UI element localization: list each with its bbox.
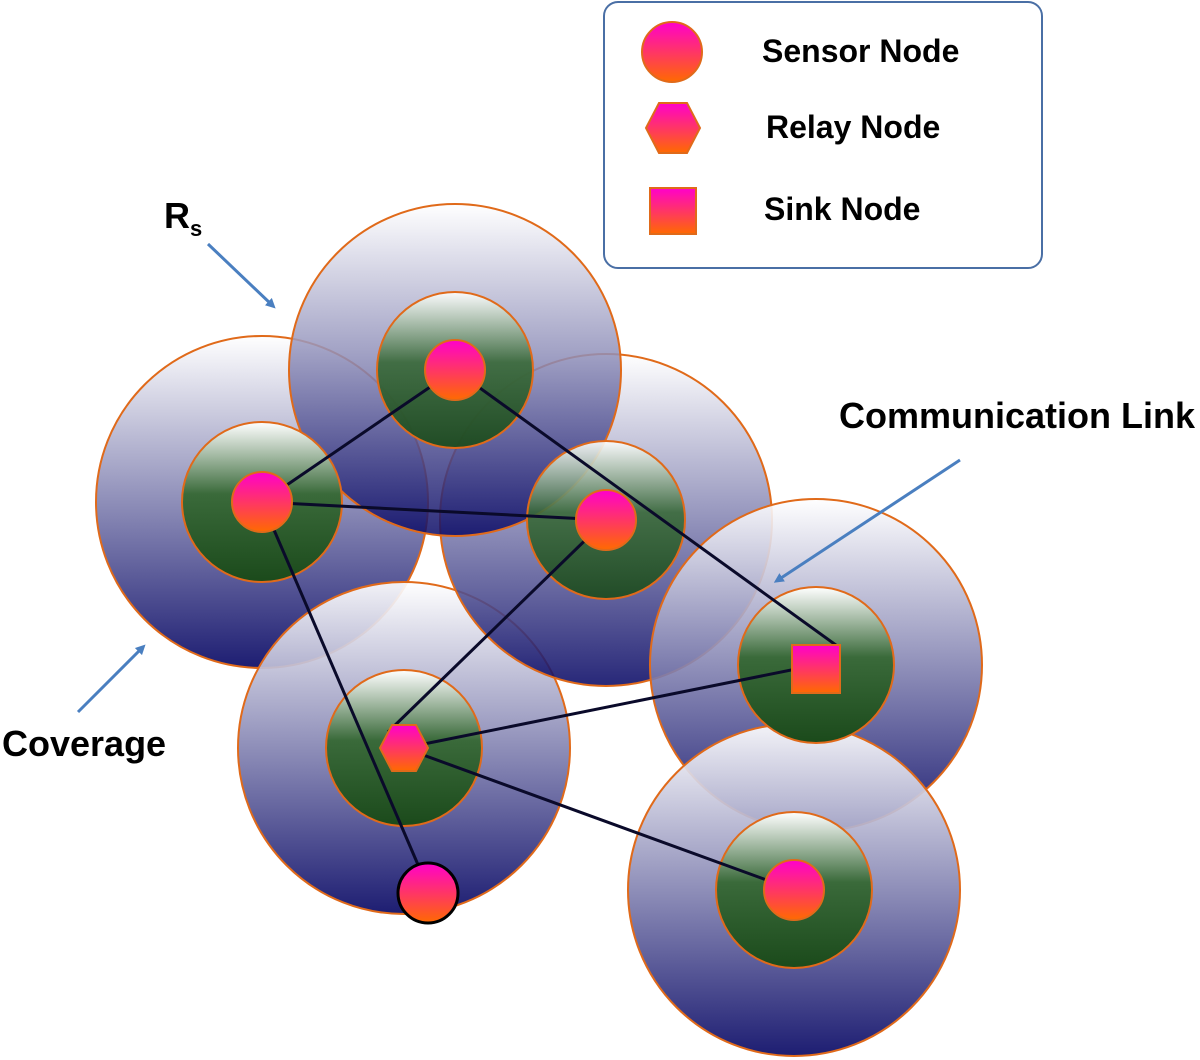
rs-label: Rs <box>164 195 202 241</box>
relay-node <box>378 724 430 772</box>
link-relay-lower-right <box>403 746 795 892</box>
rs-subscript: s <box>190 216 202 241</box>
sink-node <box>791 644 841 694</box>
legend-sensor-icon <box>641 21 703 83</box>
legend-sink-label: Sink Node <box>764 191 920 227</box>
link-left-bottom <box>260 501 430 889</box>
legend-relay-label: Relay Node <box>766 109 940 145</box>
sensor-node-bottom <box>396 861 460 925</box>
legend: Sensor Node Relay Node Sink Node <box>603 1 1043 269</box>
sensor-node-lower-right <box>763 859 825 921</box>
link-left-top <box>261 368 456 504</box>
communication-link-arrow <box>773 458 961 583</box>
nodes <box>231 339 841 925</box>
link-middle-relay <box>386 518 608 734</box>
communication-link-label: Communication Link <box>839 395 1196 436</box>
legend-sink-icon <box>649 187 697 235</box>
sensor-node-top <box>424 339 486 401</box>
rs-arrow <box>206 242 276 309</box>
link-top-sink <box>454 368 841 650</box>
legend-sensor-label: Sensor Node <box>762 33 959 69</box>
legend-box <box>603 1 1043 269</box>
sensor-node-middle <box>575 489 637 551</box>
communication-links <box>260 368 841 892</box>
legend-relay-icon <box>644 102 702 154</box>
coverage-arrow <box>76 644 146 714</box>
annotation-arrows <box>76 242 961 714</box>
link-left-middle <box>261 500 607 522</box>
sensor-node-left <box>231 471 293 533</box>
coverage-circles <box>95 203 983 1057</box>
link-relay-sink <box>403 663 817 750</box>
coverage-label: Coverage <box>2 723 166 764</box>
